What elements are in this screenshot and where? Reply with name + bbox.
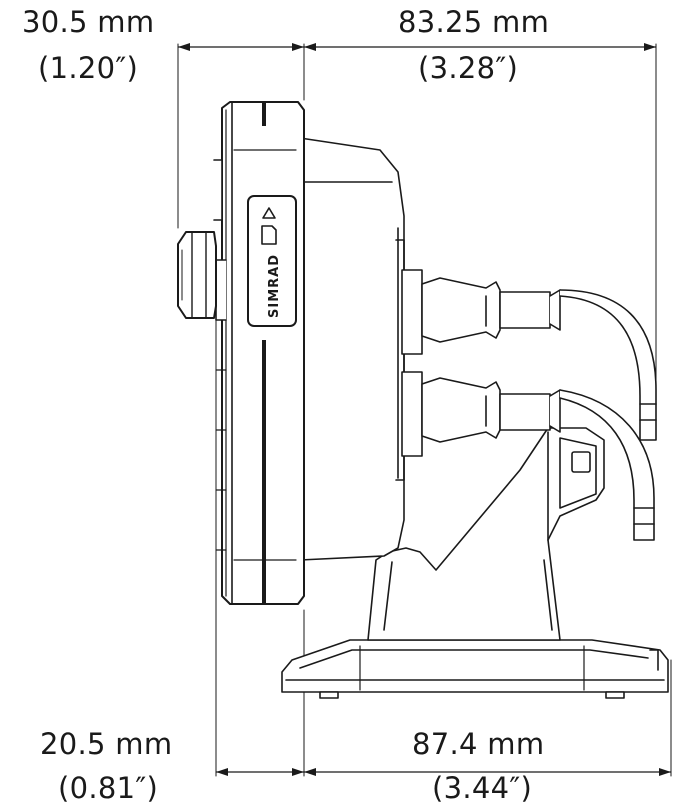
front-bezel (213, 101, 305, 605)
dimension-lines-top (177, 43, 657, 381)
dim-bottom-left-inch: (0.81″) (58, 771, 159, 805)
rear-housing (299, 137, 405, 561)
arrowhead (659, 768, 671, 776)
dimension-lines-bottom (215, 319, 672, 777)
bracket-knob-icon (571, 451, 591, 473)
arrowhead (178, 43, 190, 51)
dim-bottom-left-mm: 20.5 mm (40, 727, 173, 761)
card-reader-door: SIMRAD (247, 195, 297, 327)
arrowhead (292, 43, 304, 51)
dim-bottom-right-inch: (3.44″) (432, 771, 533, 805)
dim-bottom-right-mm: 87.4 mm (412, 727, 545, 761)
sd-card-icon (261, 225, 277, 245)
rotary-knob (177, 231, 217, 319)
eject-triangle-icon (262, 207, 276, 219)
brand-label: SIMRAD (267, 254, 282, 318)
arrowhead (292, 768, 304, 776)
mount-base (281, 639, 669, 699)
connector-block (401, 269, 423, 457)
arrowhead (304, 43, 316, 51)
upper-cable (421, 277, 657, 441)
arrowhead (216, 768, 228, 776)
dim-top-left-inch: (1.20″) (38, 51, 139, 85)
arrowhead (304, 768, 316, 776)
lower-cable (421, 377, 655, 541)
dim-top-right-inch: (3.28″) (418, 51, 519, 85)
dim-top-left-mm: 30.5 mm (22, 5, 155, 39)
dim-top-right-mm: 83.25 mm (398, 5, 550, 39)
mount-bracket-arm (367, 427, 605, 641)
arrowhead (644, 43, 656, 51)
